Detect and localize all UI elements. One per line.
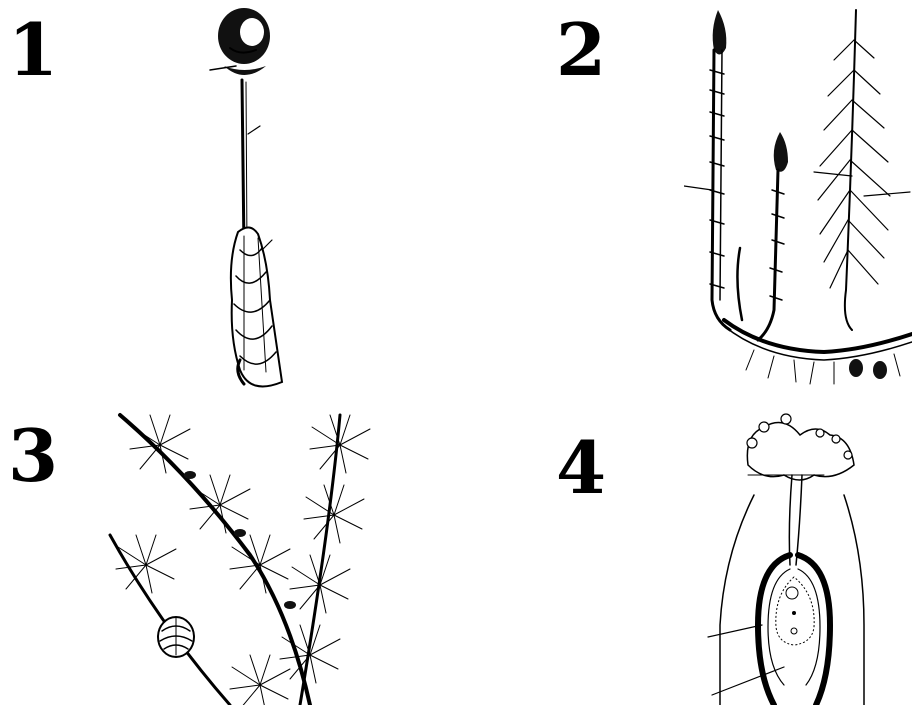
larch-branch-icon bbox=[100, 405, 400, 705]
moss-sporophyte-icon bbox=[200, 0, 310, 395]
panel-number-1: 1 bbox=[8, 14, 58, 86]
ovule-section-icon bbox=[704, 405, 880, 705]
panel-number-2: 2 bbox=[556, 14, 606, 86]
panel-number-3: 3 bbox=[8, 420, 58, 492]
horsetail-icon bbox=[684, 0, 912, 395]
panel-number-4: 4 bbox=[556, 432, 606, 504]
